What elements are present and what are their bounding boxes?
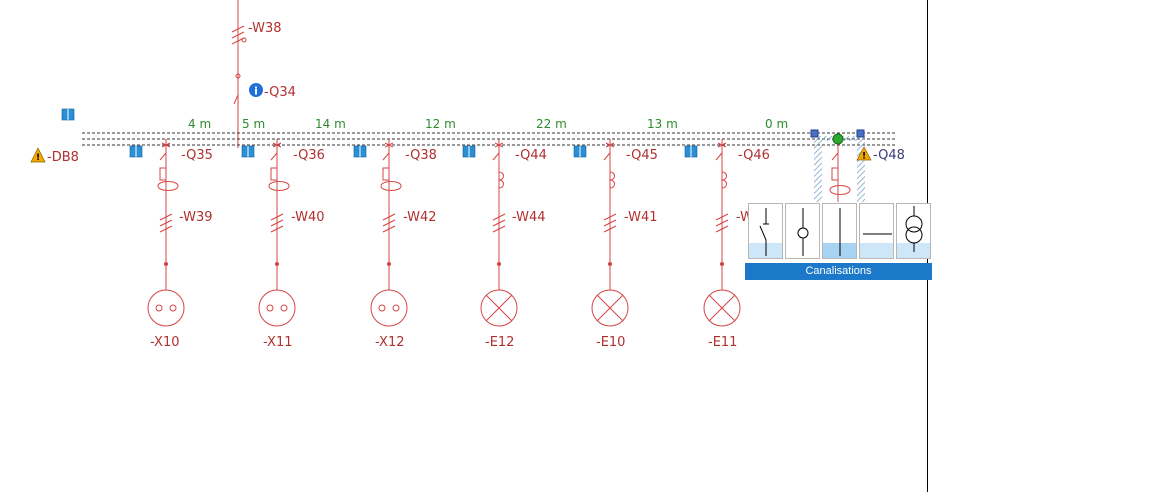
distance-label: 5 m — [242, 117, 265, 131]
circuit-5[interactable]: -Q45 -W41 -E10 — [573, 139, 658, 350]
distance-label: 14 m — [315, 117, 346, 131]
selected-warning-icon[interactable]: ! — [856, 146, 872, 162]
transformer-icon[interactable] — [896, 203, 931, 259]
svg-text:i: i — [254, 85, 258, 98]
distance-label: 12 m — [425, 117, 456, 131]
breaker-label: -Q38 — [405, 148, 437, 163]
circuit-1[interactable]: -Q35 -W39 -X10 — [129, 139, 213, 350]
load-label: -E11 — [708, 335, 737, 350]
breaker-label: -Q36 — [293, 148, 325, 163]
selection-handle[interactable] — [856, 129, 865, 138]
book-icon — [353, 145, 367, 158]
load-label: -X12 — [375, 335, 405, 350]
cable-label: -W41 — [624, 210, 658, 225]
distance-label: 22 m — [536, 117, 567, 131]
circuit-3[interactable]: -Q38 -W42 -X12 — [353, 139, 437, 350]
distance-label: 4 m — [188, 117, 211, 131]
feeder-cable-mark — [231, 25, 247, 45]
palette-title: Canalisations — [745, 263, 932, 280]
selection-handle[interactable] — [810, 129, 819, 138]
busbar-book-icon[interactable] — [61, 108, 75, 121]
switch-disconnector-icon[interactable] — [748, 203, 783, 259]
connection-point[interactable] — [832, 133, 844, 145]
book-icon — [241, 145, 255, 158]
load-label: -X11 — [263, 335, 293, 350]
busbar-label: -DB8 — [47, 150, 79, 165]
busbar-warning-icon[interactable]: ! — [30, 147, 46, 163]
selected-circuit[interactable]: ! -Q48 — [810, 129, 905, 202]
feeder-cable-label: -W38 — [248, 21, 282, 36]
cable-label: -W42 — [403, 210, 437, 225]
schematic-canvas[interactable]: -W38 i -Q34 ! -DB8 4 m 5 m 14 m 12 m 22 … — [0, 0, 928, 492]
cable-label: -W40 — [291, 210, 325, 225]
breaker-label: -Q44 — [515, 148, 547, 163]
book-icon — [573, 145, 587, 158]
circuit-4[interactable]: -Q44 -W44 -E12 — [462, 139, 547, 350]
cable-label: -W39 — [179, 210, 213, 225]
circuit-2[interactable]: -Q36 -W40 -X11 — [241, 139, 325, 350]
load-label: -E10 — [596, 335, 625, 350]
distance-label: 0 m — [765, 117, 788, 131]
cable-label: -W44 — [512, 210, 546, 225]
horizontal-line-icon[interactable] — [859, 203, 894, 259]
book-icon — [684, 145, 698, 158]
book-icon — [129, 145, 143, 158]
breaker-label: -Q46 — [738, 148, 770, 163]
selected-breaker-label: -Q48 — [873, 148, 905, 163]
vertical-line-icon[interactable] — [822, 203, 857, 259]
circle-node-icon[interactable] — [785, 203, 820, 259]
svg-text:!: ! — [36, 153, 40, 163]
load-label: -X10 — [150, 335, 180, 350]
breaker-label: -Q45 — [626, 148, 658, 163]
book-icon — [462, 145, 476, 158]
cable-palette: Canalisations — [745, 202, 932, 280]
load-label: -E12 — [485, 335, 514, 350]
svg-text:!: ! — [862, 152, 866, 162]
busbar[interactable] — [82, 132, 895, 146]
feeder-breaker-label: -Q34 — [264, 85, 296, 100]
info-icon[interactable]: i — [249, 83, 263, 98]
feeder-breaker-symbol — [233, 73, 241, 105]
breaker-label: -Q35 — [181, 148, 213, 163]
distance-label: 13 m — [647, 117, 678, 131]
